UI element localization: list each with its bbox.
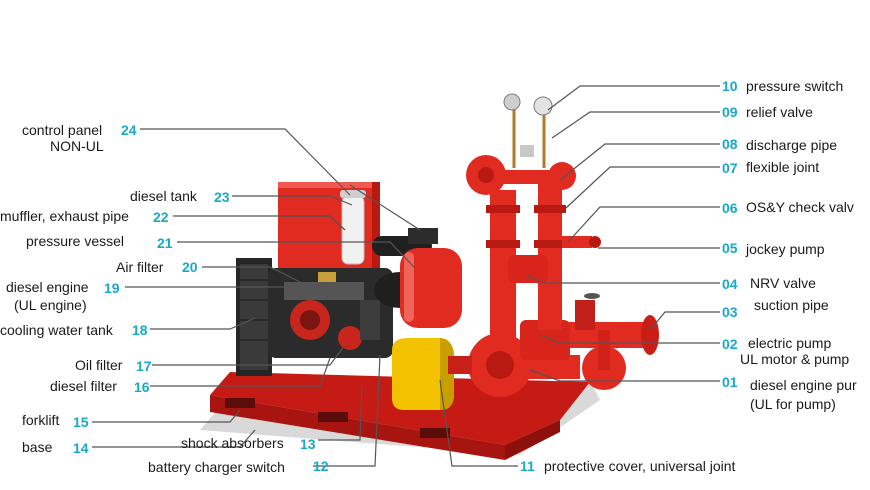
pressure-vessel-shape <box>400 248 462 328</box>
callout-number-09: 09 <box>722 104 738 120</box>
callout-label-flexible-joint: flexible joint <box>746 159 820 175</box>
callout-number-24: 24 <box>121 122 137 138</box>
callout-label-diesel-filter: diesel filter <box>50 378 117 394</box>
callout-label-oil-filter: Oil filter <box>75 357 123 373</box>
leader-22 <box>173 215 346 231</box>
callout-label-jockey-pump: jockey pump <box>746 241 825 257</box>
callout-number-06: 06 <box>722 200 738 216</box>
leader-10 <box>547 85 720 111</box>
callout-number-08: 08 <box>722 136 738 152</box>
leader-20 <box>202 266 301 283</box>
callout-label-discharge-pipe: discharge pipe <box>746 137 838 153</box>
leader-09 <box>551 111 720 139</box>
leader-23 <box>232 195 353 206</box>
callout-label-ul-for-pump: (UL for pump) <box>750 396 836 412</box>
callout-label-base: base <box>22 439 53 455</box>
main-pump-shape <box>448 333 580 397</box>
callout-number-22: 22 <box>153 209 169 225</box>
callout-number-11: 11 <box>520 458 535 474</box>
callout-number-23: 23 <box>214 189 230 205</box>
callout-number-20: 20 <box>182 259 198 275</box>
callout-number-04: 04 <box>722 276 738 292</box>
leader-16 <box>150 357 331 387</box>
callout-label-forklift: forklift <box>22 412 60 428</box>
leader-06 <box>567 206 720 243</box>
leader-03 <box>649 311 720 331</box>
callout-label-protective-cover: protective cover, universal joint <box>544 458 736 474</box>
callout-number-18: 18 <box>132 322 148 338</box>
leader-04 <box>524 274 720 284</box>
callout-number-10: 10 <box>722 78 738 94</box>
callout-label-diesel-engine-pump: diesel engine pur <box>750 377 857 393</box>
callout-label-muffler-exhaust: muffler, exhaust pipe <box>0 208 129 224</box>
callout-number-14: 14 <box>73 440 89 456</box>
callout-number-07: 07 <box>722 160 738 176</box>
leader-21 <box>177 241 416 269</box>
callout-label-diesel-tank: diesel tank <box>130 188 197 204</box>
leader-17 <box>152 344 346 366</box>
callout-label-ul-motor-pump: UL motor & pump <box>740 351 850 367</box>
callout-label-air-filter: Air filter <box>116 259 164 275</box>
suction-pipe-shape <box>560 315 659 390</box>
gauges-shape <box>503 93 553 168</box>
callout-label-non-ul: NON-UL <box>50 138 104 154</box>
callout-label-suction-pipe: suction pipe <box>754 297 829 313</box>
leader-14 <box>92 429 256 448</box>
leader-13 <box>318 384 363 441</box>
callout-label-diesel-engine: diesel engine <box>6 279 89 295</box>
callout-label-control-panel: control panel <box>22 122 103 138</box>
callout-number-05: 05 <box>722 240 738 256</box>
callout-number-03: 03 <box>722 304 738 320</box>
callout-label-ul-engine: (UL engine) <box>14 297 87 313</box>
leader-08 <box>559 143 720 181</box>
callout-number-19: 19 <box>104 280 120 296</box>
leader-24b <box>349 184 421 231</box>
leader-11 <box>439 379 518 467</box>
callout-label-cooling-water-tank: cooling water tank <box>0 322 113 338</box>
callout-label-nrv-valve: NRV valve <box>750 275 816 291</box>
callout-label-electric-pump: electric pump <box>748 335 832 351</box>
leader-02 <box>539 334 720 344</box>
leader-15 <box>92 409 241 423</box>
callout-label-pressure-vessel: pressure vessel <box>26 233 125 249</box>
callout-number-12: 12 <box>313 458 329 474</box>
leader-18 <box>150 317 256 330</box>
diesel-tank-shape <box>340 190 366 265</box>
callout-label-osy-check-valve: OS&Y check valv <box>746 199 854 215</box>
callout-number-16: 16 <box>134 379 150 395</box>
callout-label-battery-charger-switch: battery charger switch <box>148 459 285 475</box>
callout-label-relief-valve: relief valve <box>746 104 813 120</box>
callout-number-17: 17 <box>136 358 152 374</box>
callout-number-15: 15 <box>73 414 89 430</box>
leader-01 <box>529 369 720 382</box>
callout-label-pressure-switch: pressure switch <box>746 78 844 94</box>
callout-number-21: 21 <box>157 235 173 251</box>
callout-number-13: 13 <box>300 436 316 452</box>
leader-24 <box>140 128 351 196</box>
radiator-shape <box>236 258 272 376</box>
leader-07 <box>565 166 720 209</box>
leader-12 <box>313 354 381 467</box>
riser-pipes-shape <box>466 155 601 340</box>
callout-number-01: 01 <box>722 374 738 390</box>
callout-label-shock-absorbers: shock absorbers <box>181 435 284 451</box>
callout-number-02: 02 <box>722 336 738 352</box>
